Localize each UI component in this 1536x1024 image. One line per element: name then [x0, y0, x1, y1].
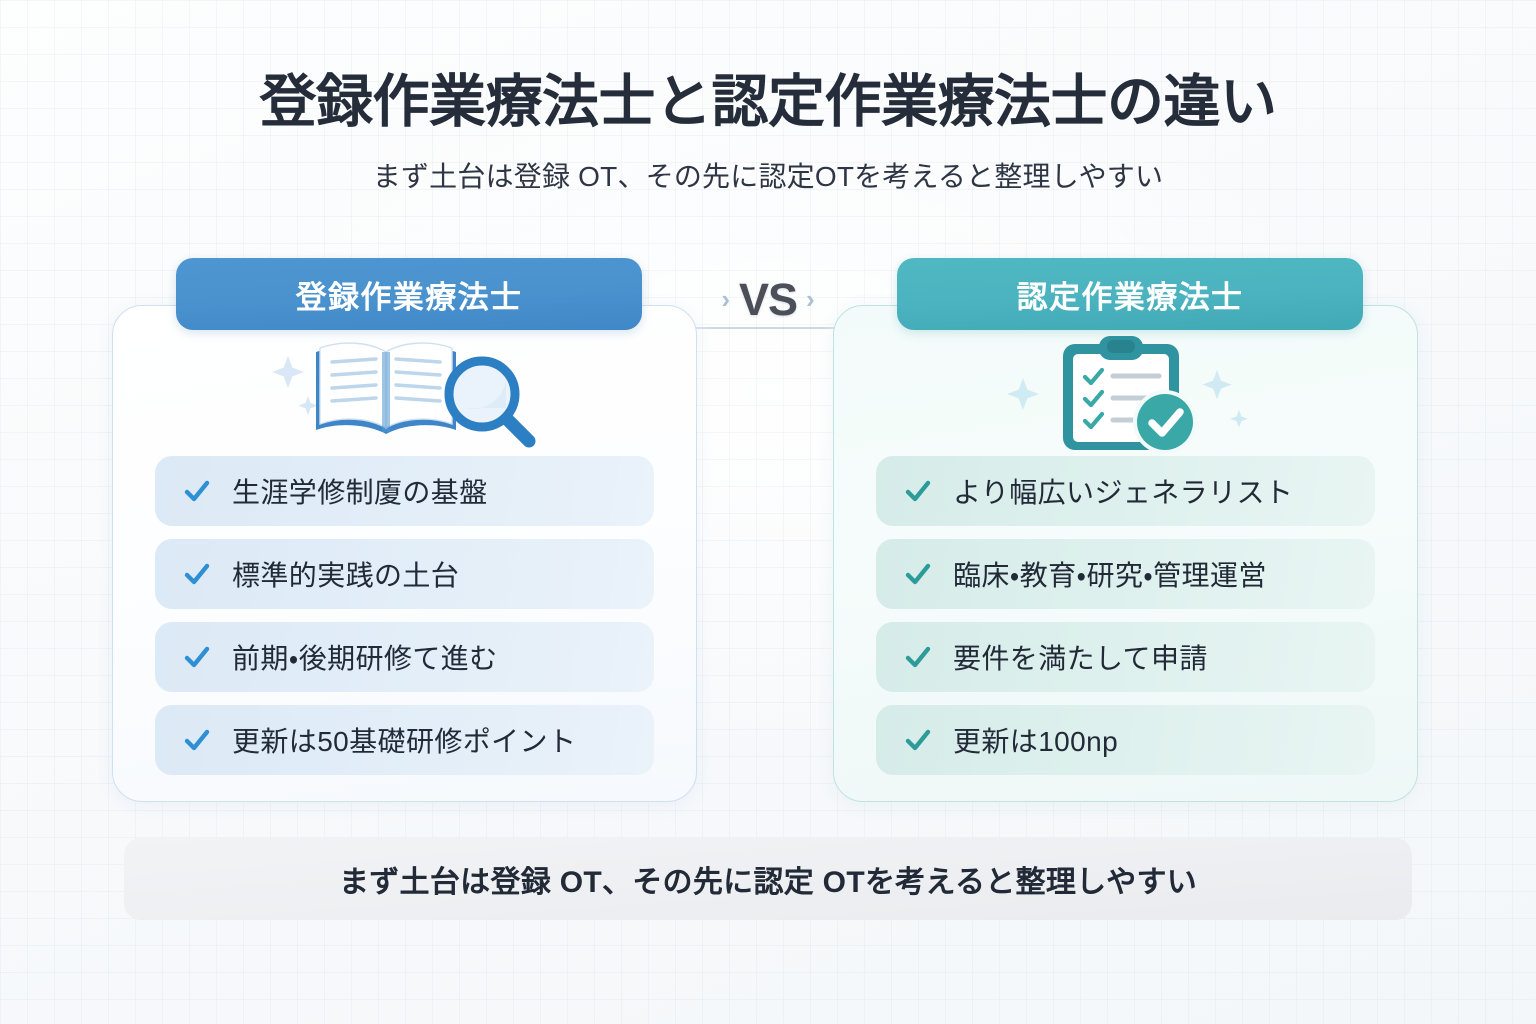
list-item-label: 要件を満たして申請 — [953, 643, 1208, 674]
list-item-label: 生涯学修制廈の基盤 — [232, 477, 488, 508]
comparison-card-registered: 登録作業療法士 — [112, 258, 697, 802]
feature-list-certified: より幅広いジェネラリスト 臨床・教育・研究・管理運営 要件を満たして申請 更新は… — [876, 456, 1375, 775]
list-item-label: より幅広いジェネラリスト — [953, 477, 1294, 508]
list-item-label: 前期・後期研修て進む — [232, 643, 498, 674]
page-title: 登録作業療法士と認定作業療法士の違い — [259, 70, 1278, 134]
vs-badge: › VS › — [697, 266, 839, 332]
list-item: 要件を満たして申請 — [876, 622, 1375, 692]
comparison-card-certified: 認定作業療法士 — [833, 258, 1418, 802]
list-item-label: 標準的実践の土台 — [232, 560, 460, 591]
chevron-right-icon-left: › — [721, 284, 730, 314]
check-icon — [905, 729, 931, 751]
summary-banner: まず土台は登録 OT、その先に認定 OTを考えると整理しやすい — [124, 838, 1412, 920]
check-icon — [184, 646, 210, 668]
list-item: 前期・後期研修て進む — [155, 622, 654, 692]
list-item-label: 臨床・教育・研究・管理運営 — [953, 560, 1267, 591]
list-item: 標準的実践の土台 — [155, 539, 654, 609]
list-item: 臨床・教育・研究・管理運営 — [876, 539, 1375, 609]
chevron-right-icon-right: › — [806, 284, 815, 314]
feature-list-registered: 生涯学修制廈の基盤 標準的実践の土台 前期・後期研修て進む 更新は50基礎研修ポ… — [155, 456, 654, 775]
vs-label: VS — [738, 273, 798, 325]
list-item: 生涯学修制廈の基盤 — [155, 456, 654, 526]
check-icon — [184, 480, 210, 502]
card-heading-registered: 登録作業療法士 — [176, 258, 642, 330]
summary-banner-text: まず土台は登録 OT、その先に認定 OTを考えると整理しやすい — [338, 866, 1198, 899]
list-item-label: 更新は50基礎研修ポイント — [232, 726, 577, 757]
page-subtitle: まず土台は登録 OT、その先に認定OTを考えると整理しやすい — [372, 161, 1164, 192]
list-item: 更新は50基礎研修ポイント — [155, 705, 654, 775]
card-heading-certified: 認定作業療法士 — [897, 258, 1363, 330]
clipboard-checklist-icon — [991, 334, 1261, 454]
open-book-with-magnifier-icon — [270, 334, 540, 454]
check-icon — [184, 563, 210, 585]
check-icon — [905, 480, 931, 502]
icon-band-right — [834, 330, 1417, 458]
list-item-label: 更新は100np — [953, 726, 1119, 757]
list-item: 更新は100np — [876, 705, 1375, 775]
check-icon — [905, 646, 931, 668]
vs-connector-line — [660, 327, 876, 329]
icon-band-left — [113, 330, 696, 458]
check-icon — [905, 563, 931, 585]
check-icon — [184, 729, 210, 751]
list-item: より幅広いジェネラリスト — [876, 456, 1375, 526]
